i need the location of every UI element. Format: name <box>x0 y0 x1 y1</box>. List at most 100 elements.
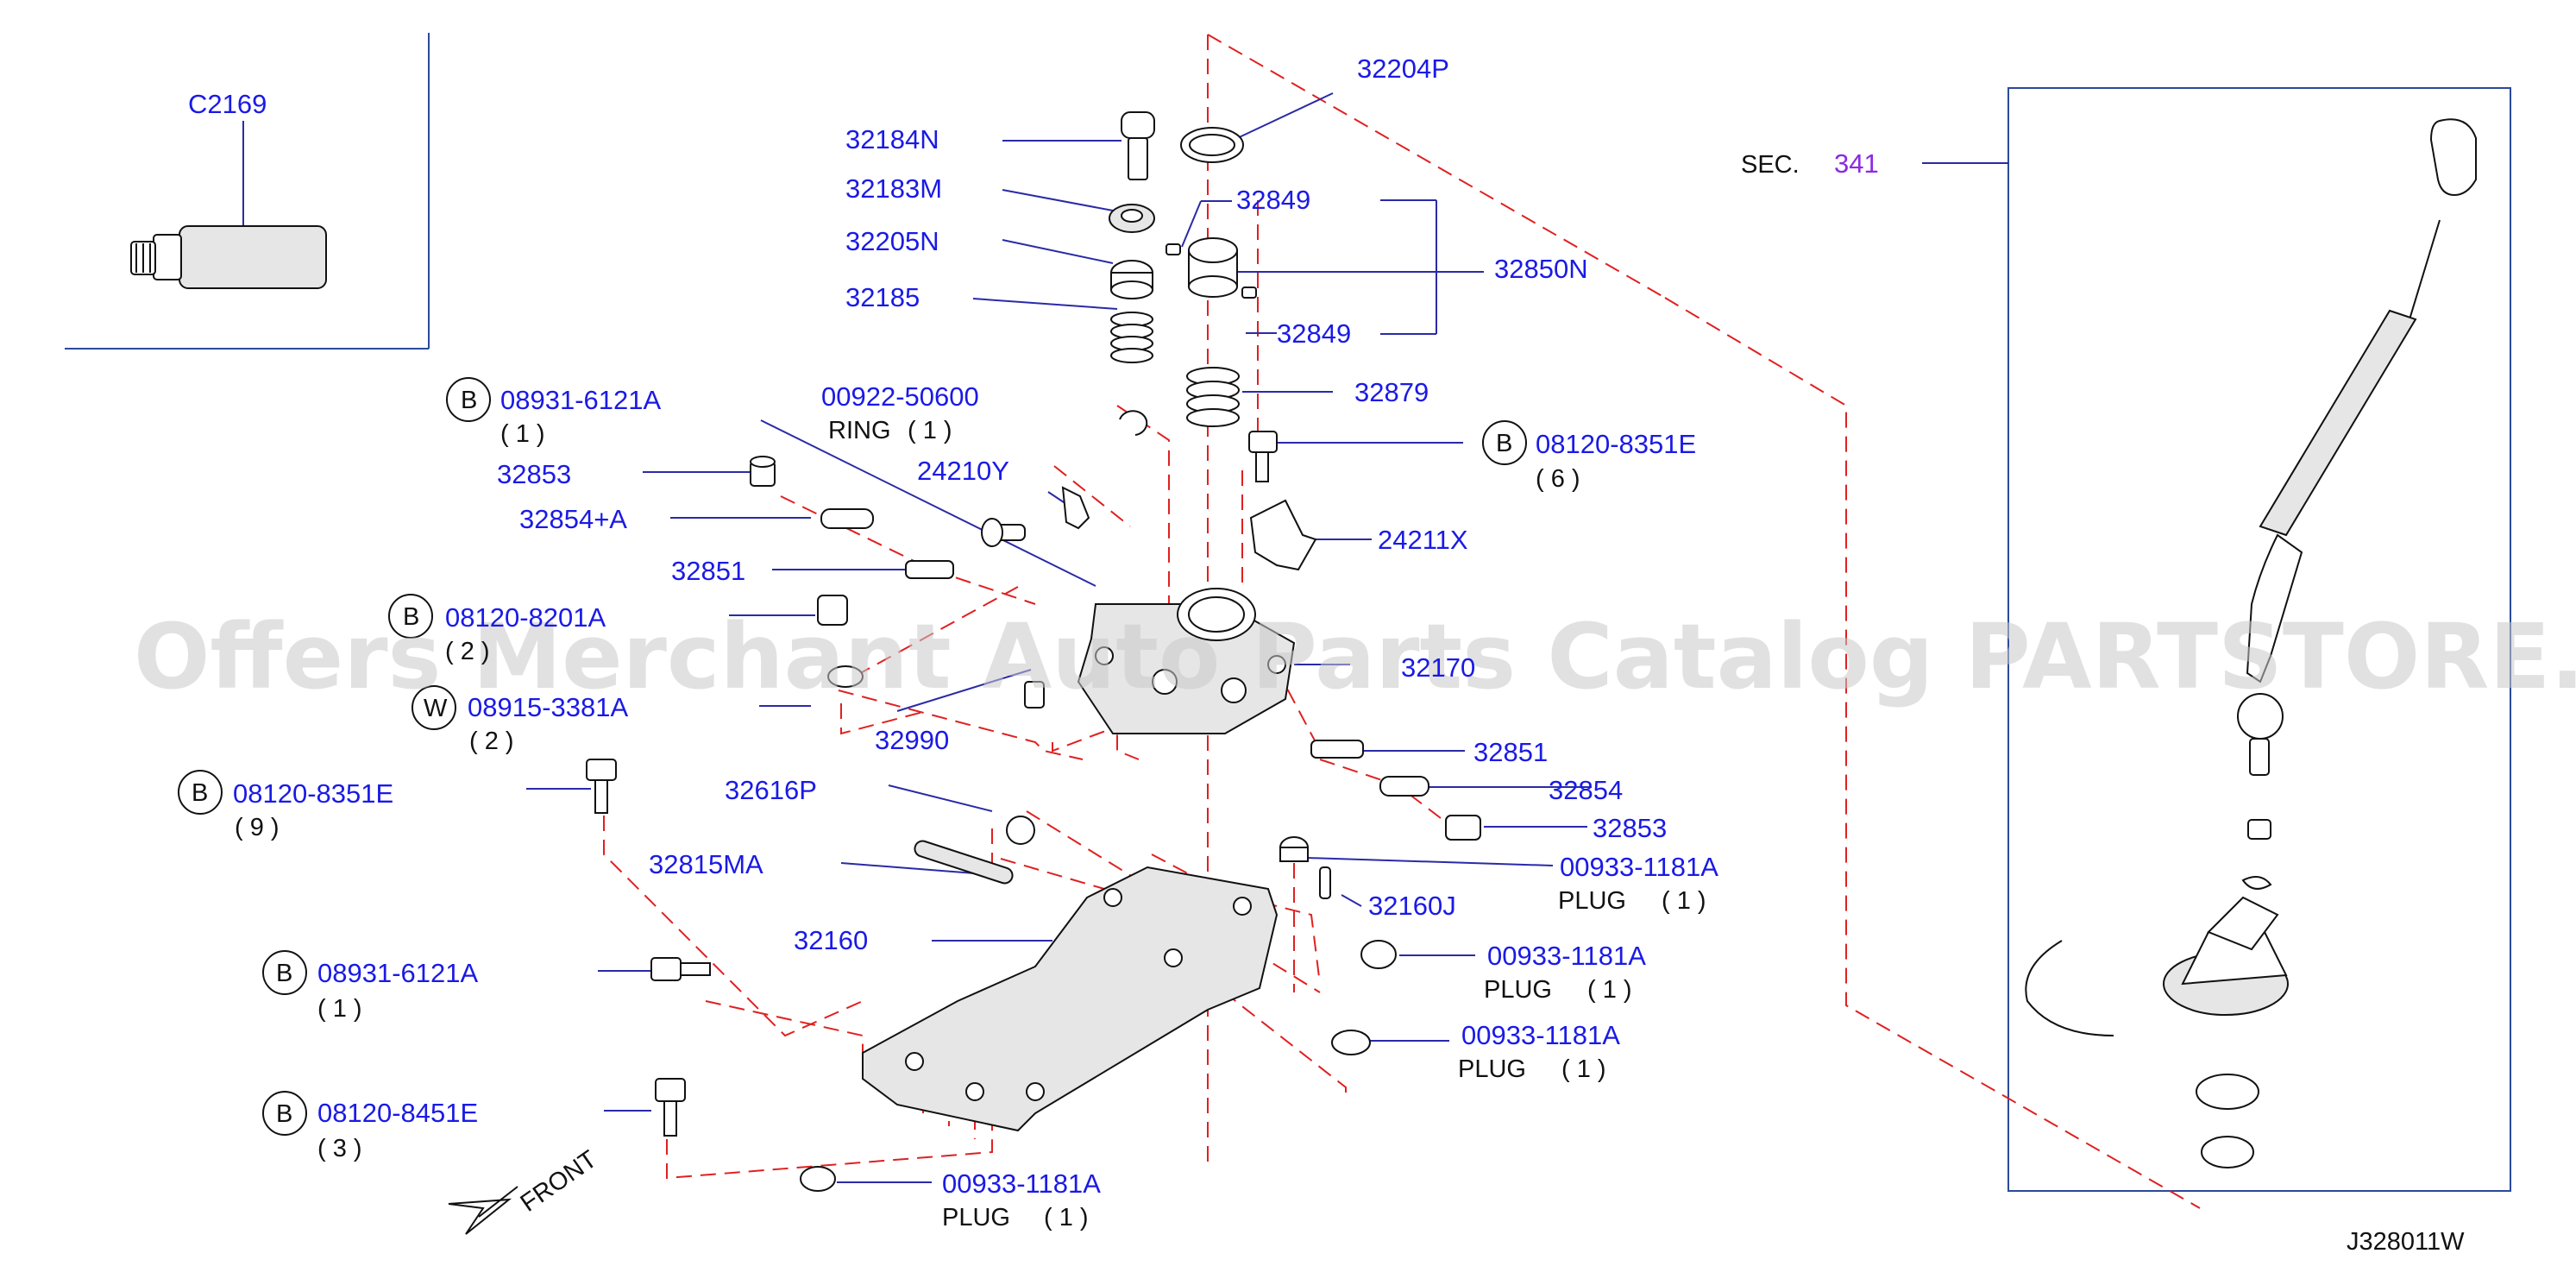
callout-32616p[interactable]: 32616P <box>725 775 817 805</box>
part-shifter-snap-ring-a <box>2196 1074 2259 1110</box>
part-shifter-nut <box>2247 819 2271 840</box>
callout-32854a[interactable]: 32854+A <box>519 504 627 534</box>
qty-08120-8451e: ( 3 ) <box>317 1135 362 1162</box>
callout-08120-8351e-9[interactable]: 08120-8351E <box>233 778 393 809</box>
callout-08931-6121a[interactable]: 08931-6121A <box>500 385 661 415</box>
label-layer: C2169 32204P 32184N 32183M 32849 32205N … <box>188 54 2465 1256</box>
qty-08931-6121a: ( 1 ) <box>500 420 545 448</box>
callout-32851-b[interactable]: 32851 <box>1473 737 1548 767</box>
part-08120-bolt-a <box>817 595 848 626</box>
callout-32204p[interactable]: 32204P <box>1357 54 1449 84</box>
callout-08120-8351e-6[interactable]: 08120-8351E <box>1536 429 1696 459</box>
badge-letter-08120e9: B <box>192 779 208 807</box>
callout-32879[interactable]: 32879 <box>1354 377 1429 407</box>
callout-32170[interactable]: 32170 <box>1401 652 1475 683</box>
part-00933c-plug <box>1331 1030 1371 1055</box>
part-00933a-plug <box>1279 836 1309 862</box>
callout-32160[interactable]: 32160 <box>794 925 868 955</box>
qty-00933-c: ( 1 ) <box>1561 1055 1606 1083</box>
qty-00922: ( 1 ) <box>908 417 952 444</box>
part-08931b-bolt <box>650 957 711 981</box>
part-32879-spring <box>1186 367 1240 427</box>
callout-08931-6121a-b[interactable]: 08931-6121A <box>317 958 478 988</box>
part-32183m-washer <box>1109 204 1155 233</box>
part-08120-bolt-e3 <box>655 1078 686 1137</box>
callout-32160j[interactable]: 32160J <box>1368 891 1456 921</box>
callout-32990[interactable]: 32990 <box>875 725 949 755</box>
callout-32185[interactable]: 32185 <box>845 282 920 312</box>
callout-32849-b[interactable]: 32849 <box>1277 318 1351 349</box>
badge-letter-08931a: B <box>461 387 477 414</box>
callout-08120-8201a[interactable]: 08120-8201A <box>445 602 606 633</box>
callout-32850n[interactable]: 32850N <box>1494 254 1588 284</box>
part-32849-screw-a <box>1165 243 1181 255</box>
callout-32853-b[interactable]: 32853 <box>1593 813 1667 843</box>
part-24211x-bracket <box>1249 499 1317 571</box>
part-32849-screw-b <box>1241 287 1257 299</box>
part-shifter-wire-clip <box>2025 940 2114 1036</box>
qty-08120-8351e-9: ( 9 ) <box>235 814 280 841</box>
callout-00933-1181a-a[interactable]: 00933-1181A <box>1560 852 1718 882</box>
front-label: FRONT <box>516 1145 602 1218</box>
part-shift-knob <box>2429 118 2477 197</box>
part-00933d-plug <box>800 1166 836 1192</box>
part-32616p-ball <box>1006 816 1035 845</box>
badge-letter-08120e3: B <box>276 1100 292 1128</box>
callout-00922-50600[interactable]: 00922-50600 <box>821 381 979 412</box>
sub-00933-plug-a: PLUG <box>1558 887 1626 915</box>
part-32854-spring-b <box>1379 776 1429 797</box>
part-32853-cap-b <box>1445 815 1481 841</box>
callout-08120-8451e[interactable]: 08120-8451E <box>317 1098 478 1128</box>
part-00922-ring <box>1119 410 1148 436</box>
part-08915-washer <box>827 665 864 688</box>
callout-32184n[interactable]: 32184N <box>845 124 939 154</box>
section-prefix: SEC. <box>1741 151 1800 179</box>
callout-00933-1181a-b[interactable]: 00933-1181A <box>1487 941 1646 971</box>
qty-08931-6121a-b: ( 1 ) <box>317 995 362 1023</box>
qty-08915-3381a: ( 2 ) <box>469 728 514 755</box>
part-shift-lever <box>2237 219 2441 776</box>
callout-24210y[interactable]: 24210Y <box>917 456 1009 486</box>
qty-00933-a: ( 1 ) <box>1662 887 1706 915</box>
part-24210y-detent <box>1061 486 1090 530</box>
callout-32854-b[interactable]: 32854 <box>1549 775 1623 805</box>
part-32851-plunger-a <box>905 560 954 579</box>
callout-32815ma[interactable]: 32815MA <box>649 849 763 879</box>
callout-00933-1181a-c[interactable]: 00933-1181A <box>1461 1020 1620 1050</box>
part-08120-bolt-e6 <box>1248 431 1278 482</box>
sub-00933-plug-b: PLUG <box>1484 976 1552 1004</box>
badge-letter-08120a: B <box>403 603 419 631</box>
inset-frame-shifter <box>2007 87 2511 1192</box>
part-24210y-pin <box>981 518 1026 547</box>
part-32853-cap-a <box>750 456 776 487</box>
qty-00933-d: ( 1 ) <box>1044 1204 1089 1231</box>
part-32170-housing <box>1077 588 1296 734</box>
qty-08120-8351e-6: ( 6 ) <box>1536 465 1580 493</box>
sub-00933-plug-c: PLUG <box>1458 1055 1526 1083</box>
diagram-id: J328011W <box>2347 1228 2465 1256</box>
callout-08915-3381a[interactable]: 08915-3381A <box>468 692 628 722</box>
part-32850n-collar <box>1188 237 1238 298</box>
part-c2169-tube <box>130 225 327 289</box>
callout-32205n[interactable]: 32205N <box>845 226 939 256</box>
part-32851-plunger-b <box>1310 740 1364 759</box>
part-32854-spring-a <box>820 508 874 529</box>
callout-32849-a[interactable]: 32849 <box>1236 185 1310 215</box>
badge-letter-08915: W <box>424 695 448 722</box>
badge-letter-08931b: B <box>276 960 292 987</box>
callout-24211x[interactable]: 24211X <box>1378 525 1468 555</box>
section-link-341[interactable]: 341 <box>1834 148 1879 179</box>
callout-32851-a[interactable]: 32851 <box>671 556 745 586</box>
part-shifter-boot <box>2163 896 2289 1016</box>
callout-32853-a[interactable]: 32853 <box>497 459 571 489</box>
badge-circles <box>178 377 1527 1136</box>
callout-c2169[interactable]: C2169 <box>188 89 267 119</box>
callout-00933-1181a-d[interactable]: 00933-1181A <box>942 1168 1101 1199</box>
watermark: Offers Merchant Auto Parts Catalog PARTS… <box>134 604 2576 709</box>
callout-32183m[interactable]: 32183M <box>845 173 942 204</box>
badge-letter-08120e6: B <box>1496 430 1512 457</box>
front-arrow <box>448 1186 518 1235</box>
part-shifter-snap-ring-b <box>2201 1136 2254 1168</box>
qty-08120-8201a: ( 2 ) <box>445 638 490 665</box>
